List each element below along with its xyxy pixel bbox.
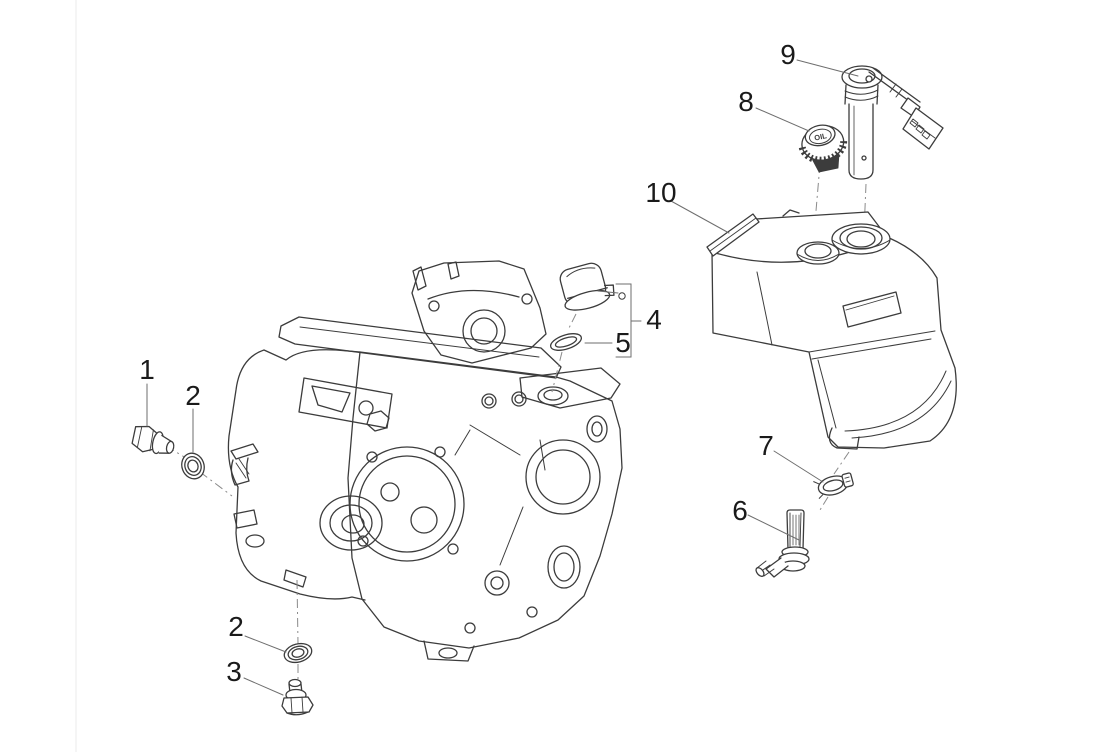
callout-7: 7 [758,430,774,461]
callout-2-upper: 2 [185,380,201,411]
callout-1: 1 [139,354,155,385]
callout-10: 10 [645,177,677,208]
part-2-washer-lower [283,642,313,664]
part-1-hex-flange-bolt [131,425,175,455]
part-8-oil-filler-cap: OIL [798,124,848,173]
callout-5: 5 [615,327,631,358]
part-7-hose-clamp [813,472,854,499]
part-3-drain-plug [281,678,314,716]
part-10-oil-tank [706,209,957,450]
part-4-breather-cap [559,262,615,311]
callout-8: 8 [738,86,754,117]
leader-lines [146,59,859,696]
part-5-o-ring [549,333,583,351]
oil-cap-text: OIL [813,131,828,142]
callout-6: 6 [732,495,748,526]
part-9-oil-level-sensor [841,65,944,180]
part-2-washer-upper [181,452,205,480]
engine-crankcase-drawing [227,260,623,662]
callout-4: 4 [646,304,662,335]
part-6-outlet-fitting [755,509,810,578]
callout-2-lower: 2 [228,611,244,642]
callout-9: 9 [780,39,796,70]
callout-3: 3 [226,656,242,687]
